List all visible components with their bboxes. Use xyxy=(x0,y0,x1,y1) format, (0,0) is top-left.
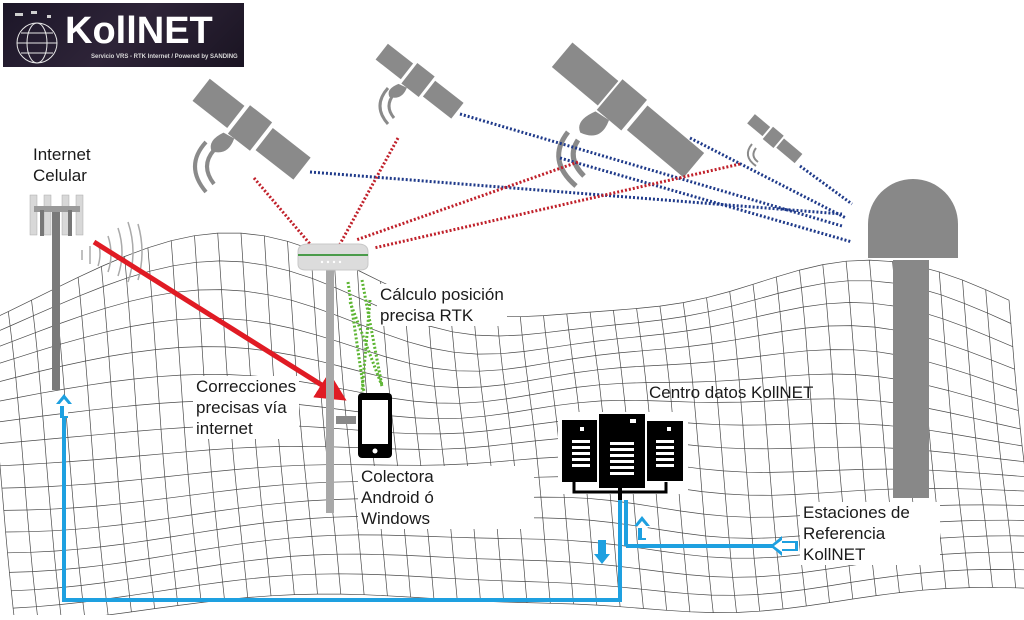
server-rack-icon xyxy=(558,412,688,500)
arrow-left-icon xyxy=(770,536,798,556)
globe-grid-icon xyxy=(7,7,67,67)
label-correcciones: Correcciones precisas vía internet xyxy=(193,376,299,439)
logo-tagline: Servicio VRS - RTK Internet / Powered by… xyxy=(91,54,238,60)
label-estaciones: Estaciones de Referencia KollNET xyxy=(800,502,940,565)
terrain-line xyxy=(148,248,178,606)
terrain-line xyxy=(404,292,434,598)
label-internet-celular: Internet Celular xyxy=(30,144,94,186)
terrain-line xyxy=(753,284,783,609)
terrain-line xyxy=(730,292,760,612)
arrow-up-icon xyxy=(634,516,650,540)
terrain-line xyxy=(0,323,15,615)
smartphone-icon xyxy=(358,393,392,458)
terrain-line xyxy=(101,267,131,612)
terrain-line xyxy=(0,318,1015,371)
satellite-signal-icon xyxy=(748,144,758,166)
terrain-line xyxy=(8,312,38,615)
satellite-icon xyxy=(175,76,313,202)
label-calculo-rtk: Cálculo posición precisa RTK xyxy=(377,284,507,326)
terrain-line xyxy=(125,257,155,609)
terrain-line xyxy=(986,290,1016,588)
terrain-line xyxy=(0,374,1018,411)
logo-wordmark: KollNET xyxy=(65,11,213,51)
kollnet-logo: KollNET Servicio VRS - RTK Internet / Po… xyxy=(3,3,244,67)
terrain-line xyxy=(963,280,993,587)
label-centro-datos: Centro datos KollNET xyxy=(646,382,816,403)
satellite-signal-icon xyxy=(559,132,584,186)
label-colectora: Colectora Android ó Windows xyxy=(358,466,534,529)
terrain-line xyxy=(427,302,457,600)
terrain-line xyxy=(707,298,737,613)
terrain-line xyxy=(78,277,108,615)
satellite-icon xyxy=(363,41,466,135)
terrain-line xyxy=(0,418,1022,446)
